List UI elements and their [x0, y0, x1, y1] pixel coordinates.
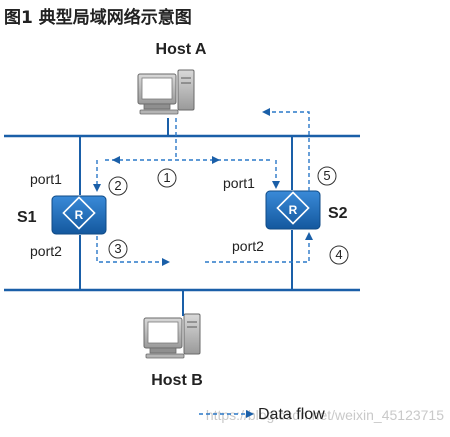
arrow-left-top — [262, 108, 270, 116]
desktop-computer-icon — [143, 313, 201, 359]
legend-label: Data flow — [258, 406, 325, 423]
flow-step5 — [268, 111, 310, 191]
s2-label: S2 — [328, 205, 348, 222]
arrow-left — [112, 156, 120, 164]
arrow-right — [212, 156, 220, 164]
figure-title: 图1 典型局域网络示意图 — [4, 7, 192, 28]
step-2-label: 2 — [114, 178, 121, 193]
s1-glyph: R — [75, 208, 84, 222]
data-flow-paths — [93, 108, 313, 266]
router-icon — [265, 190, 321, 230]
step-5-label: 5 — [323, 168, 330, 183]
step-1-label: 1 — [163, 170, 170, 185]
legend-arrow — [246, 410, 254, 418]
s2-port1-label: port1 — [223, 175, 255, 191]
host-a-label: Host A — [156, 41, 207, 58]
step-3-circle — [108, 239, 128, 259]
flow-step3 — [96, 236, 165, 263]
desktop-computer-icon — [137, 69, 195, 115]
s1-label: S1 — [17, 209, 37, 226]
step-1-circle — [157, 168, 177, 188]
step-markers: 1 2 3 4 5 — [108, 166, 349, 265]
arrow-up-s2 — [305, 232, 313, 240]
step-4-label: 4 — [335, 247, 342, 262]
s1-port1-label: port1 — [30, 171, 62, 187]
s2-glyph: R — [289, 203, 298, 217]
step-3-label: 3 — [114, 241, 121, 256]
arrow-right-bottom — [162, 258, 170, 266]
s1-port2-label: port2 — [30, 243, 62, 259]
host-b-label: Host B — [151, 372, 203, 389]
step-4-circle — [329, 245, 349, 265]
step-5-circle — [317, 166, 337, 186]
arrow-down-s1 — [93, 184, 101, 192]
legend: Data flow — [199, 406, 325, 423]
s2-port2-label: port2 — [232, 238, 264, 254]
arrow-down-s2 — [272, 181, 280, 189]
watermark: https://blog.csdn.net/weixin_45123715 — [206, 407, 444, 423]
flow-step4 — [205, 238, 310, 263]
step-2-circle — [108, 176, 128, 196]
router-icon — [51, 195, 107, 235]
